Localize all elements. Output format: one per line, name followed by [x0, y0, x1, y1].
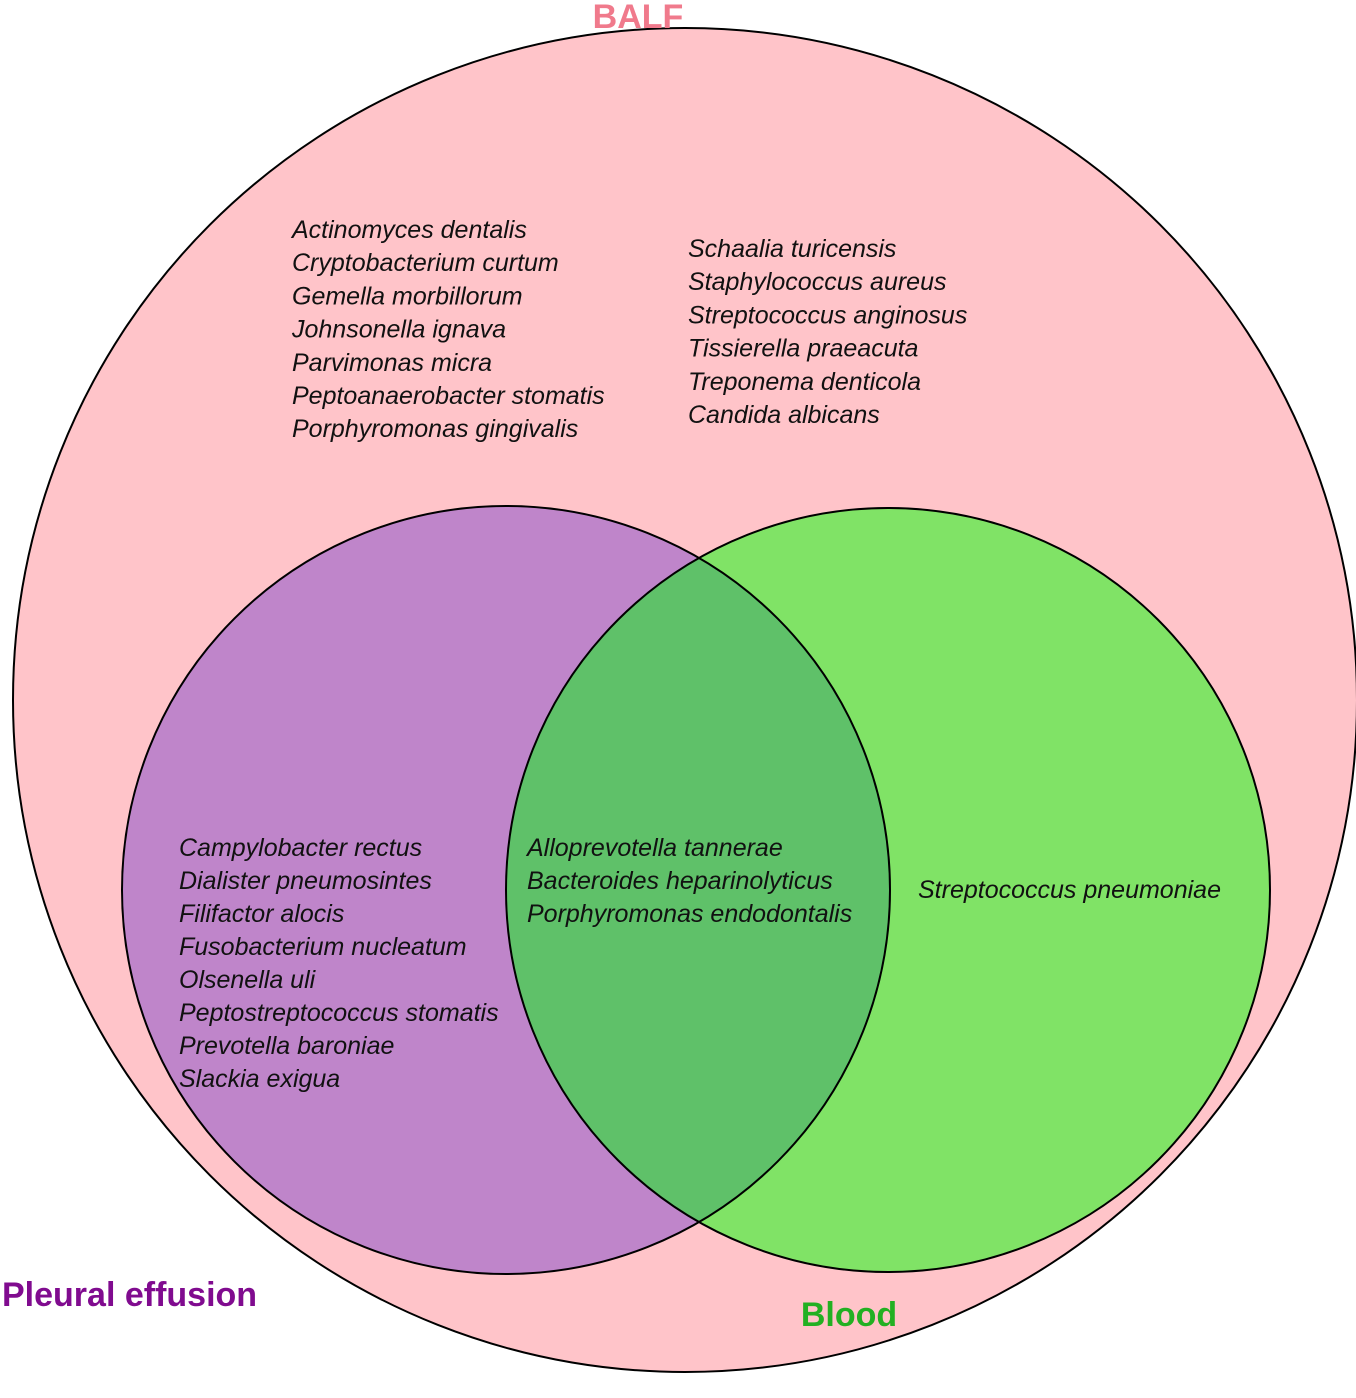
- species-balf-only-col1-5: Peptoanaerobacter stomatis: [292, 382, 605, 410]
- species-balf-only-col2-5: Candida albicans: [688, 401, 880, 429]
- species-all-three-1: Bacteroides heparinolyticus: [527, 867, 833, 895]
- species-balf-pleural-3: Fusobacterium nucleatum: [179, 933, 467, 961]
- species-balf-pleural-6: Prevotella baroniae: [179, 1032, 394, 1060]
- species-balf-only-col2-3: Tissierella praeacuta: [688, 335, 919, 363]
- species-balf-pleural-2: Filifactor alocis: [179, 900, 344, 928]
- species-balf-only-col2-0: Schaalia turicensis: [688, 235, 896, 263]
- species-balf-only-col1-0: Actinomyces dentalis: [290, 216, 527, 244]
- species-balf-blood-0: Streptococcus pneumoniae: [918, 876, 1221, 904]
- species-balf-only-col2-4: Treponema denticola: [688, 368, 921, 396]
- species-balf-pleural-4: Olsenella uli: [179, 966, 317, 994]
- species-balf-only-col1-2: Gemella morbillorum: [292, 282, 523, 310]
- balf-label: BALF: [593, 0, 684, 36]
- pleural-effusion-label: Pleural effusion: [2, 1276, 257, 1314]
- species-balf-only-col1-4: Parvimonas micra: [292, 349, 492, 377]
- pleural-effusion-outline: [121, 505, 891, 1275]
- species-balf-pleural-7: Slackia exigua: [179, 1065, 340, 1093]
- species-balf-only-col2-1: Staphylococcus aureus: [688, 268, 946, 296]
- species-all-three-0: Alloprevotella tannerae: [525, 834, 783, 862]
- species-balf-pleural-0: Campylobacter rectus: [179, 834, 422, 862]
- species-balf-only-col1-1: Cryptobacterium curtum: [292, 249, 559, 277]
- species-balf-only-col1-3: Johnsonella ignava: [291, 316, 506, 344]
- species-balf-only-col2-2: Streptococcus anginosus: [688, 301, 967, 329]
- pleural-blood-overlap: [506, 508, 890, 1272]
- blood-outline: [505, 507, 1271, 1273]
- species-balf-pleural-5: Peptostreptococcus stomatis: [179, 999, 499, 1027]
- species-balf-pleural-1: Dialister pneumosintes: [179, 867, 432, 895]
- species-balf-only-col1-6: Porphyromonas gingivalis: [292, 415, 578, 443]
- species-all-three-2: Porphyromonas endodontalis: [527, 900, 852, 928]
- blood-label: Blood: [801, 1296, 897, 1334]
